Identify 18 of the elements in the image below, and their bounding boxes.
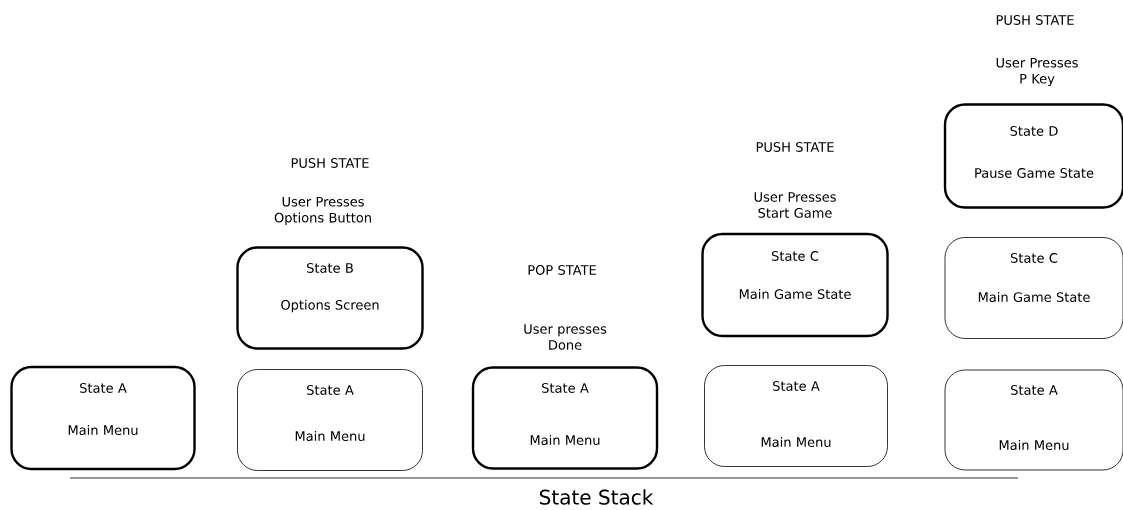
trigger-label: User Presses P Key bbox=[996, 57, 1078, 87]
operation-label: POP STATE bbox=[528, 265, 596, 275]
trigger-label: User Presses Start Game bbox=[754, 192, 836, 218]
caption: State Stack bbox=[540, 489, 654, 505]
state-box: State A Main Menu bbox=[944, 369, 1123, 471]
state-box: State A Main Menu bbox=[471, 366, 659, 470]
state-box: State C Main Game State bbox=[944, 237, 1123, 339]
state-box: State A Main Menu bbox=[704, 365, 888, 467]
trigger-label: User presses Done bbox=[524, 324, 607, 350]
state-box: State A Main Menu bbox=[10, 365, 196, 471]
operation-label: PUSH STATE bbox=[291, 158, 369, 168]
state-box: State C Main Game State bbox=[701, 232, 889, 338]
operation-label: PUSH STATE bbox=[996, 15, 1074, 25]
state-box: State D Pause Game State bbox=[943, 103, 1123, 209]
operation-label: PUSH STATE bbox=[756, 142, 834, 152]
state-box: State B Options Screen bbox=[236, 246, 424, 350]
state-box: State A Main Menu bbox=[237, 369, 423, 471]
trigger-label: User Presses Options Button bbox=[274, 196, 371, 226]
